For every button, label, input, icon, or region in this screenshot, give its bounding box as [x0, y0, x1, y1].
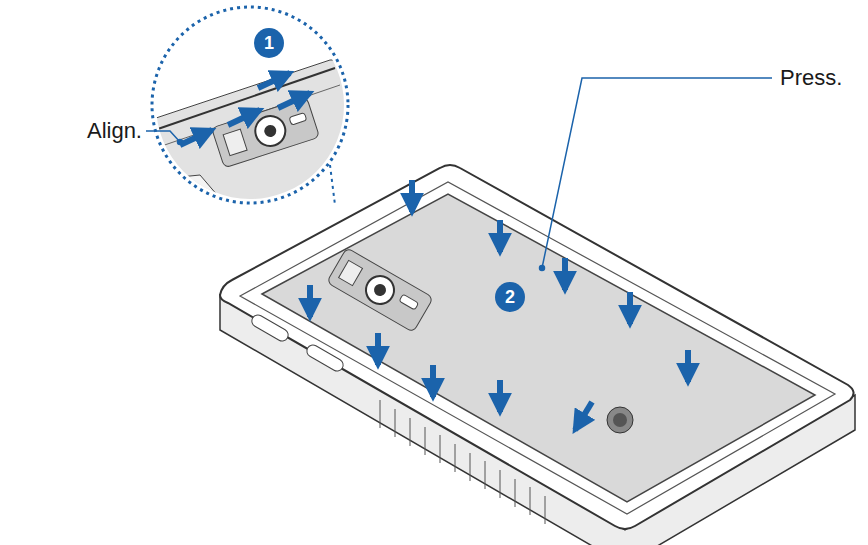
part-label: Align.: [87, 120, 142, 142]
callout-number: 2: [495, 282, 525, 312]
callout-number: 1: [254, 28, 284, 58]
leader-line: [146, 78, 772, 271]
part-label: Press.: [780, 67, 842, 89]
